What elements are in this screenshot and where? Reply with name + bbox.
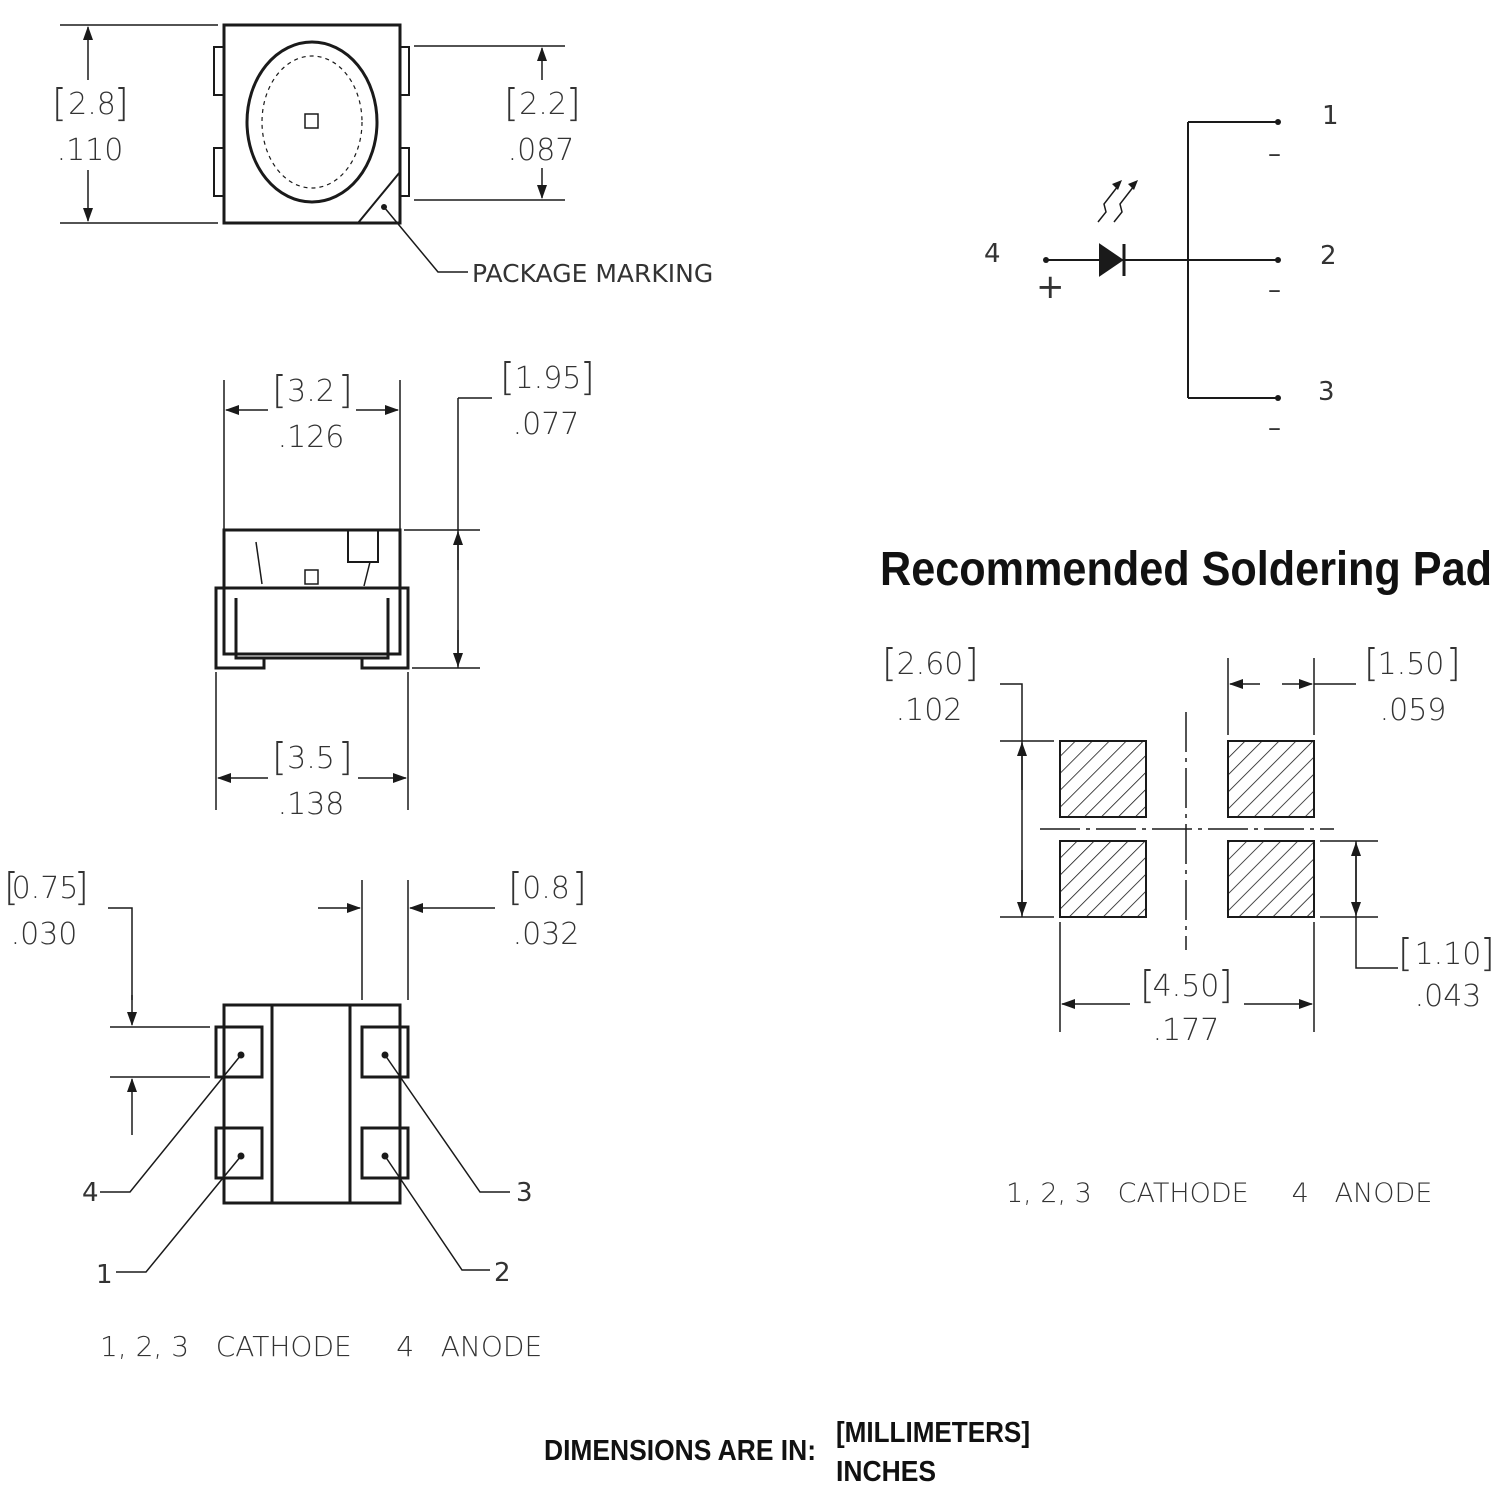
units-in: INCHES xyxy=(836,1456,936,1488)
top-view: [ ] 2.8 .110 [ ] 2.2 .087 PACKAGE MARKIN… xyxy=(52,23,713,288)
schematic-minus-3: – xyxy=(1268,413,1281,443)
side-width-in: .126 xyxy=(278,420,345,455)
svg-text:[: [ xyxy=(1140,963,1155,1007)
svg-text:]: ] xyxy=(114,81,129,125)
side-height-in: .077 xyxy=(513,407,580,442)
bottom-pin-4: 4 xyxy=(82,1178,99,1208)
bottom-pad-mm: 0.75 xyxy=(12,871,79,906)
svg-text:]: ] xyxy=(1480,931,1495,975)
pad-span-mm: 4.50 xyxy=(1153,969,1220,1004)
side-lead-width-mm: 3.5 xyxy=(287,741,335,776)
pad-3 xyxy=(360,1025,410,1079)
soldering-pad-title: Recommended Soldering Pad xyxy=(880,543,1492,596)
units-footer: DIMENSIONS ARE IN: [MILLIMETERS] INCHES xyxy=(544,1417,1030,1488)
solder-pad-bottom-right xyxy=(1227,840,1315,918)
solder-pad-top-right xyxy=(1227,740,1315,818)
schematic-minus-1: – xyxy=(1268,139,1281,169)
solder-pad-bottom-left xyxy=(1059,840,1147,918)
schematic: 1 2 3 4 – – – + xyxy=(984,101,1339,443)
svg-text:]: ] xyxy=(580,355,595,399)
pad-1 xyxy=(214,1126,264,1180)
bottom-legend: 1, 2, 3 CATHODE 4 ANODE xyxy=(100,1330,542,1363)
pad-h-mm: 1.10 xyxy=(1415,937,1482,972)
side-view: [ ] 3.2 .126 [ ] 1.95 .077 [ ] 3.5 xyxy=(214,355,595,822)
svg-text:[: [ xyxy=(882,641,897,685)
package-marking-label: PACKAGE MARKING xyxy=(472,259,713,288)
lens-outline xyxy=(245,40,379,204)
schematic-pin-2: 2 xyxy=(1320,241,1337,271)
pad-height-in: .102 xyxy=(896,693,963,728)
side-lead-width-in: .138 xyxy=(278,787,345,822)
pad-h-in: .043 xyxy=(1415,979,1482,1014)
svg-text:]: ] xyxy=(338,735,353,779)
pad-width-in: .059 xyxy=(1380,693,1447,728)
bottom-lead-mm: 0.8 xyxy=(522,871,570,906)
bottom-view: 4 1 3 2 [ ] 0.75 .030 [ ] 0.8 .032 1, 2,… xyxy=(4,865,587,1363)
top-lens-in: .087 xyxy=(508,133,575,168)
bottom-pin-1: 1 xyxy=(96,1260,113,1290)
svg-text:]: ] xyxy=(964,641,979,685)
svg-text:]: ] xyxy=(74,865,89,909)
pad-span-in: .177 xyxy=(1153,1013,1220,1048)
top-view-body xyxy=(222,23,402,225)
pad-height-mm: 2.60 xyxy=(897,647,964,682)
bottom-pad-in: .030 xyxy=(11,917,78,952)
pad-width-mm: 1.50 xyxy=(1378,647,1445,682)
pad-4 xyxy=(214,1025,264,1079)
solder-pad-top-left xyxy=(1059,740,1147,818)
side-height-mm: 1.95 xyxy=(515,361,582,396)
svg-text:[: [ xyxy=(500,355,515,399)
svg-text:[: [ xyxy=(1398,931,1413,975)
svg-text:[: [ xyxy=(1364,641,1379,685)
bottom-pin-2: 2 xyxy=(494,1258,511,1288)
diode-symbol xyxy=(1099,243,1124,277)
side-view-body xyxy=(222,528,402,590)
svg-text:[: [ xyxy=(272,368,287,412)
schematic-pin-4: 4 xyxy=(984,239,1001,269)
soldering-pad: Recommended Soldering Pad [ ] 2.60 .102 … xyxy=(880,543,1495,1209)
svg-text:[: [ xyxy=(272,735,287,779)
top-lens-mm: 2.2 xyxy=(519,87,567,122)
bottom-pin-3: 3 xyxy=(516,1178,533,1208)
svg-text:]: ] xyxy=(1446,641,1461,685)
schematic-pin-1: 1 xyxy=(1322,101,1339,131)
svg-text:[: [ xyxy=(508,865,523,909)
units-mm: [MILLIMETERS] xyxy=(836,1417,1030,1449)
svg-text:[: [ xyxy=(504,81,519,125)
svg-text:]: ] xyxy=(1218,963,1233,1007)
top-height-mm: 2.8 xyxy=(68,87,116,122)
svg-text:[: [ xyxy=(4,865,19,909)
package-marking-corner xyxy=(355,169,401,224)
svg-text:[: [ xyxy=(52,81,67,125)
svg-text:]: ] xyxy=(338,368,353,412)
schematic-pin-3: 3 xyxy=(1318,377,1335,407)
units-label: DIMENSIONS ARE IN: xyxy=(544,1435,816,1467)
schematic-minus-2: – xyxy=(1268,275,1281,305)
bottom-view-body xyxy=(222,1003,402,1205)
side-width-mm: 3.2 xyxy=(287,374,335,409)
pad-legend: 1, 2, 3 CATHODE 4 ANODE xyxy=(1006,1178,1432,1209)
schematic-plus: + xyxy=(1036,267,1065,307)
top-height-in: .110 xyxy=(57,133,124,168)
svg-text:]: ] xyxy=(572,865,587,909)
svg-text:]: ] xyxy=(566,81,581,125)
pad-2 xyxy=(360,1126,410,1180)
bottom-lead-in: .032 xyxy=(513,917,580,952)
